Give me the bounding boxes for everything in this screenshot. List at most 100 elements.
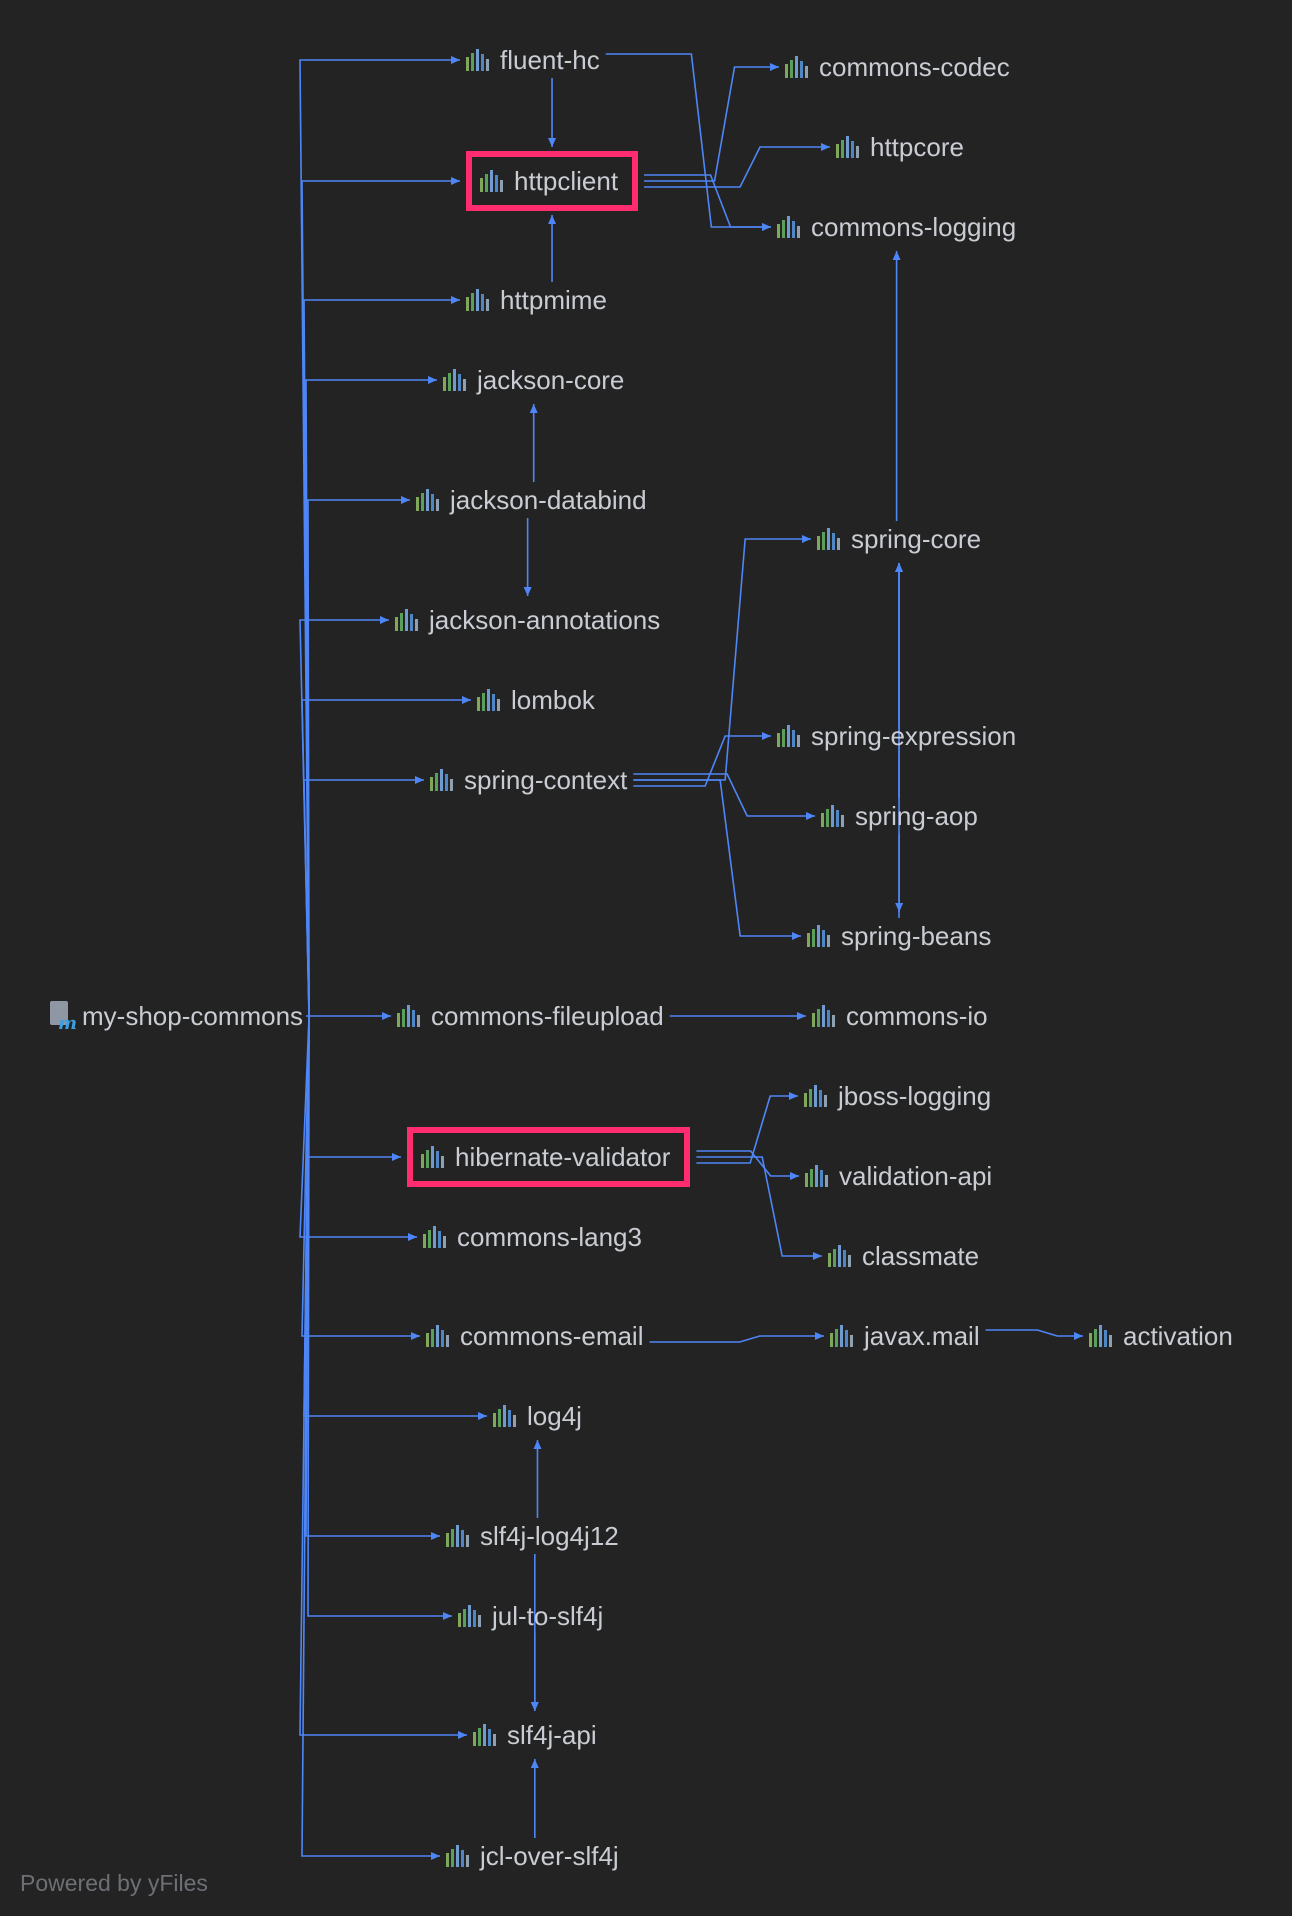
node-jul-to-slf4j[interactable]: jul-to-slf4j	[458, 1596, 603, 1636]
edge-my-shop-commons-to-fluent-hc	[299, 56, 460, 1017]
node-jcl-over-slf4j[interactable]: jcl-over-slf4j	[446, 1836, 619, 1876]
edge-spring-context-to-spring-aop	[633, 773, 815, 820]
node-fluent-hc[interactable]: fluent-hc	[466, 40, 600, 80]
node-spring-expression[interactable]: spring-expression	[777, 716, 1016, 756]
edge-my-shop-commons-to-jul-to-slf4j	[307, 1015, 452, 1620]
edge-my-shop-commons-to-httpmime	[303, 296, 460, 1017]
library-icon	[446, 1845, 471, 1867]
node-label: hibernate-validator	[455, 1141, 671, 1172]
node-label: httpmime	[500, 284, 607, 315]
library-icon	[395, 609, 420, 631]
node-label: classmate	[862, 1240, 980, 1271]
edge-my-shop-commons-to-jackson-core	[305, 376, 437, 1017]
node-label: jackson-databind	[450, 484, 647, 515]
node-commons-fileupload[interactable]: commons-fileupload	[397, 996, 664, 1036]
node-activation[interactable]: activation	[1089, 1316, 1233, 1356]
edge-spring-context-to-spring-expression	[633, 732, 771, 787]
node-label: fluent-hc	[500, 44, 600, 75]
library-icon	[480, 170, 505, 192]
powered-by-footer: Powered by yFiles	[20, 1870, 208, 1896]
node-commons-logging[interactable]: commons-logging	[777, 207, 1016, 247]
node-label: spring-context	[464, 764, 628, 795]
node-label: spring-beans	[841, 920, 992, 951]
node-commons-io[interactable]: commons-io	[812, 996, 988, 1036]
library-icon	[805, 1165, 830, 1187]
library-icon	[804, 1085, 829, 1107]
node-log4j[interactable]: log4j	[493, 1396, 582, 1436]
edge-hibernate-validator-to-validation-api	[696, 1150, 799, 1180]
library-icon	[493, 1405, 518, 1427]
library-icon	[443, 369, 468, 391]
edge-spring-context-to-spring-beans	[633, 779, 801, 940]
node-spring-context[interactable]: spring-context	[430, 760, 627, 800]
node-label: spring-aop	[855, 800, 978, 831]
library-icon	[785, 56, 810, 78]
node-httpclient[interactable]: httpclient	[466, 151, 639, 211]
node-label: slf4j-api	[507, 1719, 597, 1750]
library-icon	[830, 1325, 855, 1347]
library-icon	[477, 689, 502, 711]
node-label: my-shop-commons	[82, 1000, 304, 1031]
edge-javax-mail-to-activation	[985, 1329, 1083, 1340]
edge-my-shop-commons-to-spring-context	[303, 776, 424, 1017]
library-icon	[807, 925, 832, 947]
node-validation-api[interactable]: validation-api	[805, 1156, 992, 1196]
node-label: validation-api	[839, 1160, 993, 1191]
library-icon	[426, 1325, 451, 1347]
node-label: javax.mail	[864, 1320, 980, 1351]
node-slf4j-api[interactable]: slf4j-api	[473, 1715, 597, 1755]
node-label: commons-codec	[819, 51, 1010, 82]
library-icon	[812, 1005, 837, 1027]
node-hibernate-validator[interactable]: hibernate-validator	[407, 1127, 691, 1187]
library-icon	[836, 136, 861, 158]
node-jackson-annotations[interactable]: jackson-annotations	[395, 600, 660, 640]
node-label: activation	[1123, 1320, 1233, 1351]
node-lombok[interactable]: lombok	[477, 680, 595, 720]
library-icon	[777, 216, 802, 238]
edge-my-shop-commons-to-commons-email	[301, 1015, 420, 1340]
node-label: commons-email	[460, 1320, 644, 1351]
node-spring-aop[interactable]: spring-aop	[821, 796, 978, 836]
node-jboss-logging[interactable]: jboss-logging	[804, 1076, 991, 1116]
node-commons-codec[interactable]: commons-codec	[785, 47, 1010, 87]
edge-hibernate-validator-to-jboss-logging	[696, 1092, 798, 1164]
node-label: httpclient	[514, 165, 619, 196]
node-slf4j-log4j12[interactable]: slf4j-log4j12	[446, 1516, 619, 1556]
node-label: lombok	[511, 684, 595, 715]
edge-httpclient-to-commons-logging	[644, 174, 771, 231]
node-label: jcl-over-slf4j	[480, 1840, 619, 1871]
node-label: commons-io	[846, 1000, 988, 1031]
node-label: jboss-logging	[838, 1080, 992, 1111]
node-classmate[interactable]: classmate	[828, 1236, 979, 1276]
node-label: spring-expression	[811, 720, 1017, 751]
node-label: jackson-core	[477, 364, 625, 395]
node-label: spring-core	[851, 523, 982, 554]
library-icon	[430, 769, 455, 791]
maven-module-icon: m	[50, 1001, 77, 1034]
node-label: commons-logging	[811, 211, 1017, 242]
node-jackson-core[interactable]: jackson-core	[443, 360, 624, 400]
node-commons-lang3[interactable]: commons-lang3	[423, 1217, 642, 1257]
library-icon	[817, 528, 842, 550]
node-label: commons-fileupload	[431, 1000, 664, 1031]
node-jackson-databind[interactable]: jackson-databind	[416, 480, 647, 520]
node-label: slf4j-log4j12	[480, 1520, 619, 1551]
node-javax-mail[interactable]: javax.mail	[830, 1316, 980, 1356]
library-icon	[1089, 1325, 1114, 1347]
library-icon	[446, 1525, 471, 1547]
library-icon	[466, 49, 491, 71]
library-icon	[421, 1146, 446, 1168]
edge-my-shop-commons-to-hibernate-validator	[307, 1015, 401, 1161]
edge-my-shop-commons-to-log4j	[303, 1015, 487, 1420]
library-icon	[821, 805, 846, 827]
library-icon	[466, 289, 491, 311]
node-commons-email[interactable]: commons-email	[426, 1316, 644, 1356]
node-spring-core[interactable]: spring-core	[817, 519, 981, 559]
edge-my-shop-commons-to-jackson-annotations	[299, 616, 389, 1017]
node-httpcore[interactable]: httpcore	[836, 127, 964, 167]
node-httpmime[interactable]: httpmime	[466, 280, 607, 320]
node-spring-beans[interactable]: spring-beans	[807, 916, 991, 956]
